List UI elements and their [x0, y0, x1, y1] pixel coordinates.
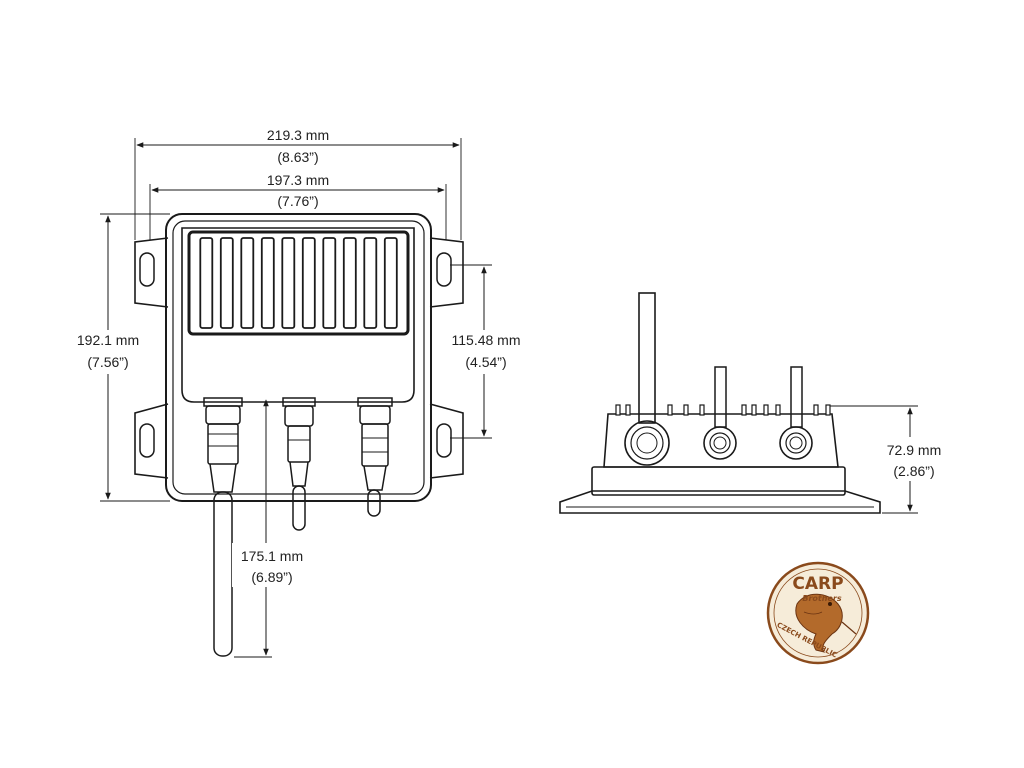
heat-sink-fin — [281, 237, 296, 329]
side-body — [603, 413, 839, 468]
inner-panel — [181, 227, 415, 403]
heat-sink-fin — [322, 237, 337, 329]
heat-sink-fin — [342, 237, 357, 329]
logo-sub: Brothers — [802, 594, 841, 603]
overall-width-imperial: (8.63”) — [277, 149, 318, 165]
dim-overall-width: 219.3 mm (8.63”) — [134, 127, 462, 240]
enclosure-body — [165, 213, 432, 502]
side-height-imperial: (2.86”) — [893, 463, 934, 479]
side-top-post — [625, 404, 631, 416]
heat-sink — [187, 230, 410, 336]
side-gland-large — [624, 420, 670, 466]
heat-sink-fin — [240, 237, 255, 329]
side-top-post — [775, 404, 781, 416]
side-top-post — [741, 404, 747, 416]
side-gland-small — [779, 426, 813, 460]
cable-gland-middle — [282, 397, 316, 531]
front-view: 219.3 mm (8.63”) 197.3 mm (7.76”) 192.1 … — [70, 127, 528, 658]
overall-height-imperial: (7.56”) — [87, 354, 128, 370]
heat-sink-fin — [363, 237, 378, 329]
inner-width-imperial: (7.76”) — [277, 193, 318, 209]
mount-flange-bottom-right — [429, 403, 464, 479]
overall-height-metric: 192.1 mm — [77, 332, 139, 348]
carp-brothers-logo: CARP Brothers CZECH REPUBLIC — [766, 561, 870, 665]
carp-fish-icon — [795, 593, 843, 653]
dim-cable-length: 175.1 mm (6.89”) — [232, 399, 312, 658]
side-height-metric: 72.9 mm — [887, 442, 941, 458]
side-view: 72.9 mm (2.86”) — [559, 292, 954, 514]
mount-flange-bottom-left — [134, 403, 169, 479]
side-top-post — [813, 404, 819, 416]
cable-gland-right — [357, 397, 393, 517]
side-top-post — [683, 404, 689, 416]
side-top-post — [667, 404, 673, 416]
side-top-post — [751, 404, 757, 416]
heat-sink-fin — [260, 237, 275, 329]
heat-sink-fin — [301, 237, 316, 329]
cable-length-imperial: (6.89”) — [251, 569, 292, 585]
side-cable-small — [790, 366, 803, 428]
side-top-post — [763, 404, 769, 416]
overall-width-metric: 219.3 mm — [267, 127, 329, 143]
dim-mount-spacing: 115.48 mm (4.54”) — [444, 264, 528, 439]
mount-spacing-metric: 115.48 mm — [452, 332, 521, 348]
side-top-post — [615, 404, 621, 416]
mount-flange-top-left — [134, 237, 169, 308]
heat-sink-fin — [199, 237, 214, 329]
side-cable-large — [638, 292, 656, 424]
dim-overall-height: 192.1 mm (7.56”) — [70, 213, 170, 502]
mount-flange-top-right — [429, 237, 464, 308]
inner-width-metric: 197.3 mm — [267, 172, 329, 188]
mount-spacing-imperial: (4.54”) — [465, 354, 506, 370]
logo-brand: CARP — [792, 574, 843, 594]
cable-length-metric: 175.1 mm — [241, 548, 303, 564]
side-gland-medium — [703, 426, 737, 460]
side-top-post — [699, 404, 705, 416]
side-cable-medium — [714, 366, 727, 428]
dim-inner-width: 197.3 mm (7.76”) — [149, 172, 447, 240]
cable-gland-left — [203, 397, 243, 657]
heat-sink-fin — [219, 237, 234, 329]
side-top-post — [825, 404, 831, 416]
heat-sink-fin — [383, 237, 398, 329]
dim-side-height: 72.9 mm (2.86”) — [830, 405, 954, 514]
